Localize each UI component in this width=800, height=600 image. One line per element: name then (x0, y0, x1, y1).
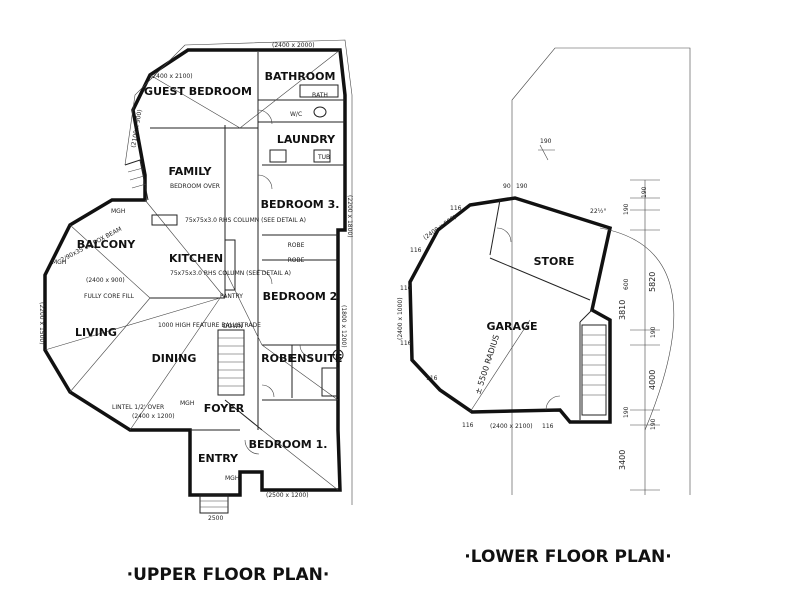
room-label-store: STORE (534, 255, 575, 268)
dim-5820: 5820 (648, 272, 657, 292)
dim-90: 90 (503, 183, 511, 190)
note-mgh-3: MGH (180, 400, 194, 407)
upper-balcony-steps (124, 159, 149, 201)
room-label-laundry: LAUNDRY (277, 133, 336, 146)
upper-floor-plan: GUEST BEDROOM BATHROOM LAUNDRY FAMILY BE… (38, 39, 353, 585)
window-size-6: (2200 x 1500) (38, 302, 45, 345)
lower-door-swing-2 (545, 395, 561, 411)
note-bath: BATH (312, 92, 328, 99)
lower-stair (581, 324, 607, 416)
note-mgh-1: MGH (111, 208, 125, 215)
upper-fixtures (151, 84, 344, 397)
dim-4000: 4000 (648, 370, 657, 390)
lower-window-size-1: (2400 x 900) (422, 214, 458, 242)
note-down-upper: DOWN (223, 323, 243, 330)
lower-tag-3: 116 (400, 285, 412, 292)
note-column-1: 75x75x3.0 RHS COLUMN (SEE DETAIL A) (185, 217, 306, 224)
upper-floor-plan-title: ·UPPER FLOOR PLAN· (127, 565, 330, 585)
window-size-1: (2400 x 2000) (272, 42, 315, 49)
dim-190-f: 190 (540, 138, 552, 145)
room-label-dining: DINING (152, 352, 197, 365)
lower-internal-walls (489, 199, 593, 420)
upper-doors (244, 109, 313, 455)
window-size-4: (1800 x 1200) (340, 305, 347, 348)
note-tub: TUB (317, 154, 330, 161)
lower-tag-4: 116 (400, 340, 412, 347)
lower-outer-wall (408, 196, 613, 424)
dim-190-c: 190 (650, 326, 657, 338)
lower-dimension-lines (538, 144, 660, 495)
room-label-family: FAMILY (168, 165, 212, 178)
note-lintel: LINTEL 1/2' OVER (112, 404, 164, 411)
lower-tag-2: 116 (410, 247, 422, 254)
window-size-8: (2500 x 1200) (266, 492, 309, 499)
room-label-balcony: BALCONY (77, 238, 137, 251)
room-label-bedroom-2: BEDROOM 2 (263, 290, 338, 303)
window-size-2: (2400 x 2100) (150, 73, 193, 80)
room-label-kitchen: KITCHEN (169, 252, 223, 265)
lower-radius-arc (599, 227, 675, 431)
lower-floor-plan: STORE GARAGE ± 5500 RADIUS 22½° (2400 x … (397, 47, 691, 567)
upper-sketch-lines (44, 49, 341, 491)
note-balustrade: 1000 HIGH FEATURE BALUSTRADE (158, 322, 261, 329)
dim-190-b: 190 (623, 203, 630, 215)
upper-internal-walls (150, 52, 345, 431)
room-label-ensuite: ENSUITE (290, 352, 343, 365)
dim-190-g: 190 (516, 183, 528, 190)
note-mgh-2: MGH (52, 259, 66, 266)
room-label-bedroom-1: BEDROOM 1. (249, 438, 328, 451)
window-size-7: (2400 x 1200) (132, 413, 175, 420)
note-pantry: PANTRY (220, 293, 243, 300)
room-label-living: LIVING (75, 326, 117, 339)
room-label-bedroom-3: BEDROOM 3. (261, 198, 340, 211)
lower-tag-7: 116 (542, 423, 554, 430)
upper-outer-wall (43, 48, 347, 497)
dim-3400: 3400 (618, 450, 627, 470)
lower-radius-line (469, 319, 531, 413)
window-size-5: (2400 x 900) (86, 277, 125, 284)
lower-tag-1: 116 (450, 205, 462, 212)
note-fully-core-fill: FULLY CORE FILL (84, 293, 135, 300)
dim-190-d: 190 (623, 406, 630, 418)
room-label-guest-bedroom: GUEST BEDROOM (144, 85, 252, 98)
room-label-robe-1: ROBE (288, 242, 305, 249)
room-label-robe-3: ROBE (261, 352, 295, 365)
upper-stair (217, 329, 245, 396)
note-family: BEDROOM OVER (170, 183, 220, 190)
room-label-bathroom: BATHROOM (265, 70, 336, 83)
lower-window-size-2: (2400 x 1000) (397, 297, 404, 340)
note-radius: ± 5500 RADIUS (473, 334, 501, 396)
note-slope: 22½° (590, 208, 606, 215)
lower-site-boundary (511, 47, 691, 495)
window-size-3: (2200 x 1800) (346, 195, 353, 238)
note-wc: W/C (290, 111, 302, 118)
upper-roof-line-left (124, 44, 186, 166)
room-label-garage: GARAGE (486, 320, 537, 333)
upper-entry-steps (199, 494, 229, 514)
lower-tag-5: 116 (426, 375, 438, 382)
dim-3810: 3810 (618, 300, 627, 320)
dim-2500: 2500 (208, 515, 223, 522)
room-label-robe-2: ROBE (288, 257, 305, 264)
dim-190-a: 190 (641, 186, 648, 198)
room-label-entry: ENTRY (198, 452, 239, 465)
lower-window-size-3: (2400 x 2100) (490, 423, 533, 430)
dim-600: 600 (623, 278, 630, 290)
room-label-foyer: FOYER (204, 402, 245, 415)
dim-190-e: 190 (650, 418, 657, 430)
upper-roof-line (184, 39, 353, 505)
lower-door-swing (496, 227, 512, 243)
note-column-2: 75x75x3.0 RHS COLUMN (SEE DETAIL A) (170, 270, 291, 277)
lower-tag-6: 116 (462, 422, 474, 429)
lower-floor-plan-title: ·LOWER FLOOR PLAN· (464, 547, 671, 567)
note-mgh-4: MGH (225, 475, 239, 482)
